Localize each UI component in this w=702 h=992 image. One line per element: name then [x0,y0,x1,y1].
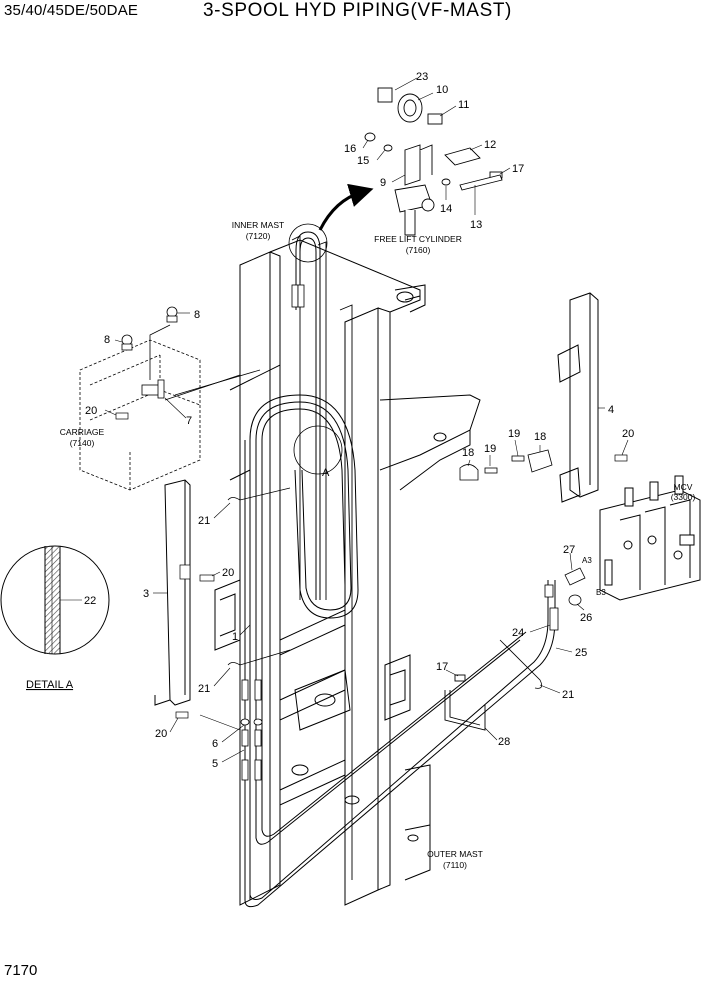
callout-6: 6 [212,738,218,750]
callout-3: 3 [143,588,149,600]
callout-21-bottom: 21 [198,683,210,695]
callout-15: 15 [357,155,369,167]
detail-ref-label: A [322,467,330,479]
hose-fittings [240,284,305,781]
callout-8-right: 8 [194,309,200,321]
callout-12: 12 [484,139,496,151]
mcv-label: MCV [674,482,693,492]
detail-arrow [318,183,374,231]
carriage-outline [79,339,201,491]
page-number: 7170 [4,962,38,979]
callout-1: 1 [232,631,238,643]
callout-numbers: 23 10 11 16 15 12 17 9 14 13 8 8 20 7 4 … [84,71,634,770]
hose-clips-21 [227,487,543,689]
mcv-valve-block [599,475,701,601]
outer-mast-code: (7110) [443,860,467,870]
callout-11: 11 [458,99,469,111]
callout-25: 25 [575,647,587,659]
callout-20-mid: 20 [222,567,234,579]
callout-16: 16 [344,143,356,155]
inner-mast-top-circle [288,223,328,263]
carriage-label: CARRIAGE [60,427,105,437]
mcv-fittings [544,567,586,631]
outer-mast-label: OUTER MAST [427,849,483,859]
callout-19-right: 19 [508,428,520,440]
mcv-code: (3300) [671,492,696,502]
detail-a-view [0,545,110,655]
free-lift-cylinder-code: (7160) [406,245,431,255]
callout-17-top: 17 [512,163,524,175]
callout-20-carriage: 20 [85,405,97,417]
leader-lines [60,77,629,763]
callout-27: 27 [563,544,575,556]
callout-21-top: 21 [198,515,210,527]
callout-8-left: 8 [104,334,110,346]
callout-19-left: 19 [484,443,496,455]
free-lift-cylinder-label: FREE LIFT CYLINDER [374,234,462,244]
callout-24: 24 [512,627,524,639]
port-b3-label: B3 [596,588,606,597]
callout-17-bottom: 17 [436,661,448,673]
callout-23: 23 [416,71,428,83]
bracket-28 [444,674,486,731]
carriage-fittings [121,306,178,399]
free-lift-cylinder-assembly [364,87,503,236]
carriage-code: (7140) [70,438,95,448]
guard-bracket-4 [557,292,599,503]
callout-18-left: 18 [462,447,474,459]
inner-mast-label: INNER MAST [232,220,284,230]
callout-28: 28 [498,736,510,748]
component-labels: INNER MAST (7120) FREE LIFT CYLINDER (71… [26,220,695,870]
callout-9: 9 [380,177,386,189]
callout-21-right: 21 [562,689,574,701]
guard-bracket-3 [154,479,191,706]
callout-20-bottom: 20 [155,728,167,740]
port-a3-label: A3 [582,556,592,565]
callout-14: 14 [440,203,452,215]
callout-20-right: 20 [622,428,634,440]
detail-a-ref-circle [293,425,343,475]
model-number: 35/40/45DE/50DAE [4,2,139,19]
callout-7: 7 [186,415,192,427]
carriage-hoses [149,324,261,401]
outer-mast-frame [214,239,481,906]
callout-5: 5 [212,758,218,770]
inner-mast-rails [291,235,353,880]
callout-22: 22 [84,595,96,607]
detail-a-title: DETAIL A [26,679,74,691]
callout-10: 10 [436,84,448,96]
callout-18-right: 18 [534,431,546,443]
callout-13: 13 [470,219,482,231]
mcv-supply-pipes [244,580,556,908]
inner-mast-code: (7120) [246,231,271,241]
clamp-20 [115,412,628,719]
page-title: 3-SPOOL HYD PIPING(VF-MAST) [203,0,512,21]
callout-26: 26 [580,612,592,624]
hose-clamps-18 [459,449,553,481]
callout-4: 4 [608,404,614,416]
